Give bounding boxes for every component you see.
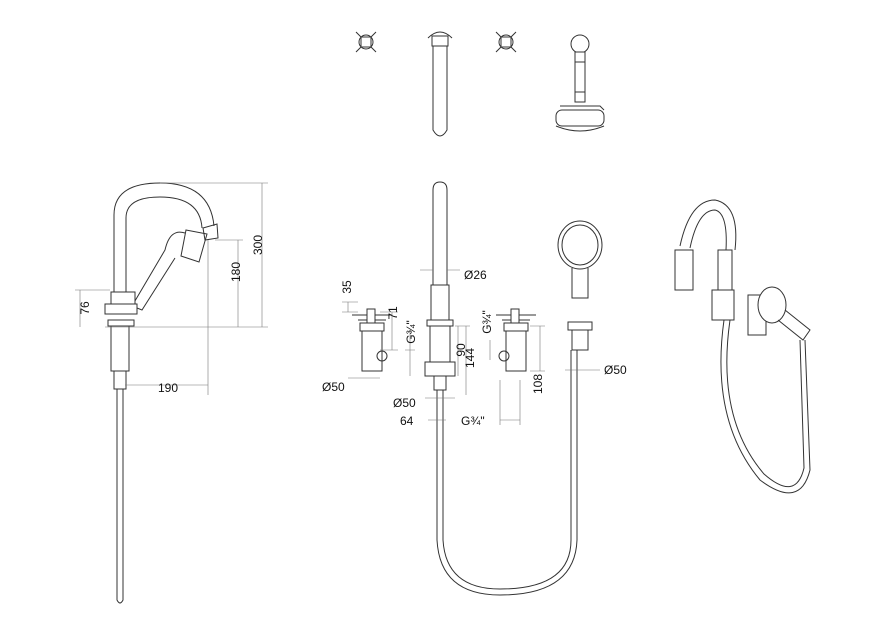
dim-diameter-50-spout: Ø50 [393,396,416,410]
dim-thread-left: G¾" [404,320,418,344]
dim-180: 180 [229,262,243,282]
dim-300: 300 [251,235,265,255]
dimension-lines [75,182,600,425]
dim-90: 90 [454,343,468,357]
dim-thread-bottom: G¾" [461,414,485,428]
cross-handle-top-right [495,31,517,53]
cross-handle-top-left [355,31,377,53]
dimension-labels: 300 180 76 190 Ø26 35 71 G¾" 90 144 G¾" … [78,235,627,428]
dim-diameter-50-holder: Ø50 [604,363,627,377]
dim-35: 35 [340,280,354,294]
dim-144: 144 [463,348,477,368]
dim-thread-right: G¾" [480,310,494,334]
dim-diameter-50-valve: Ø50 [322,380,345,394]
perspective-view-mixer [674,199,811,494]
dim-76: 76 [78,301,92,315]
front-view-mixer [352,181,603,596]
dim-diameter-26: Ø26 [464,268,487,282]
dim-64: 64 [400,414,414,428]
side-view-mixer [104,182,219,604]
shower-top [555,34,605,132]
dim-71: 71 [386,306,400,320]
dim-190: 190 [158,381,178,395]
spout-top [427,31,453,137]
dim-108: 108 [531,374,545,394]
top-view [355,31,605,137]
